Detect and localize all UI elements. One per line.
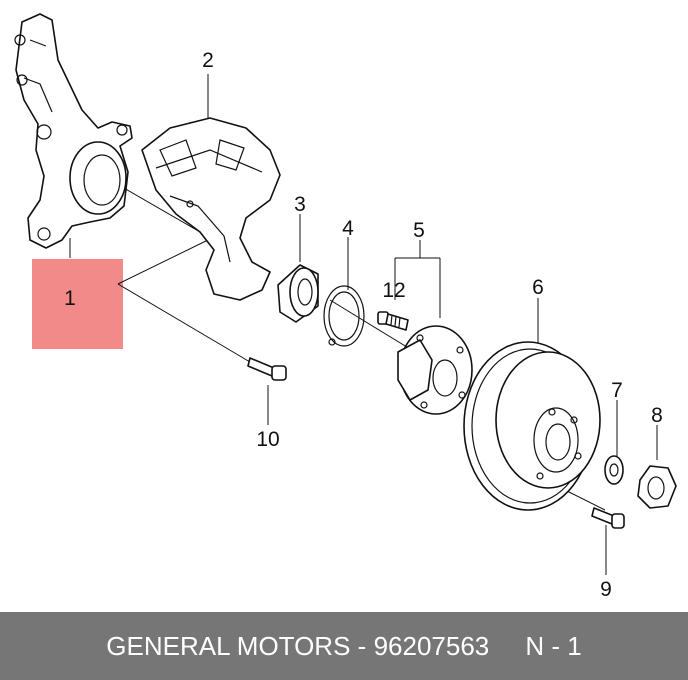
shield-bolt-part xyxy=(247,357,287,381)
disc-screw-part xyxy=(591,507,625,529)
label-part-2: 2 xyxy=(202,49,214,72)
leader-lines xyxy=(69,74,658,575)
label-part-12: 12 xyxy=(382,279,405,302)
label-part-10: 10 xyxy=(256,428,279,451)
brake-disc-part xyxy=(463,341,601,511)
exploded-diagram: 1 2 3 4 5 6 7 8 9 10 12 xyxy=(14,13,677,601)
label-part-9: 9 xyxy=(600,578,612,601)
wheel-bolt-part xyxy=(377,311,409,331)
footer-bar: GENERAL MOTORS - 96207563 N - 1 xyxy=(0,612,688,680)
snap-ring-part xyxy=(323,285,365,347)
label-part-6: 6 xyxy=(532,276,544,299)
nut-part xyxy=(637,465,677,509)
label-part-8: 8 xyxy=(651,404,663,427)
footer-separator: - xyxy=(357,631,367,661)
label-part-1: 1 xyxy=(64,287,76,310)
knuckle-part xyxy=(14,13,133,249)
label-part-7: 7 xyxy=(611,379,623,402)
label-part-4: 4 xyxy=(342,217,354,240)
hub-part xyxy=(397,325,473,415)
highlight-box xyxy=(32,259,123,349)
footer-position: N - 1 xyxy=(525,631,582,661)
footer-part-number: 96207563 xyxy=(373,631,490,661)
bearing-part xyxy=(277,264,319,323)
footer-brand: GENERAL MOTORS xyxy=(106,631,351,661)
dust-shield-part xyxy=(141,117,281,301)
washer-part xyxy=(604,455,624,485)
label-part-5: 5 xyxy=(413,219,425,242)
label-part-3: 3 xyxy=(294,193,306,216)
